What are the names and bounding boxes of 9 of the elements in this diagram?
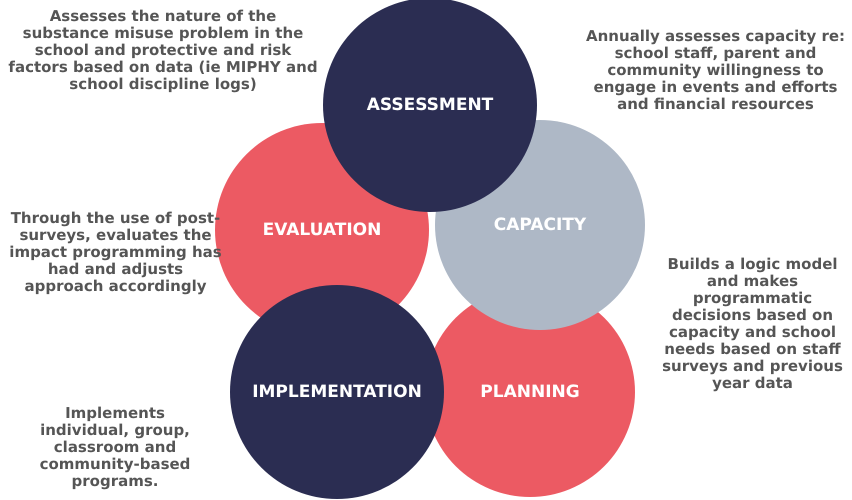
stage-label: ASSESSMENT [366,95,494,115]
description-text: Implements individual, group, classroom and community-based programs. [38,405,192,490]
description-text: Annually assesses capacity re: school staff, parent and community willingness to engage in events and efforts and financial resources [584,28,846,113]
stage-label: IMPLEMENTATION [252,382,422,402]
description-text: Builds a logic model and makes programmatic decisions based on capacity and school needs based on staff surveys and previous year data [661,256,844,392]
stage-label: CAPACITY [494,215,586,235]
stage-label: PLANNING [480,382,580,402]
stage-label: EVALUATION [262,220,382,240]
description-text: Assesses the nature of the substance misuse problem in the school and protective and risk factors based on data (ie MIPHY and school discipline logs) [8,8,318,93]
